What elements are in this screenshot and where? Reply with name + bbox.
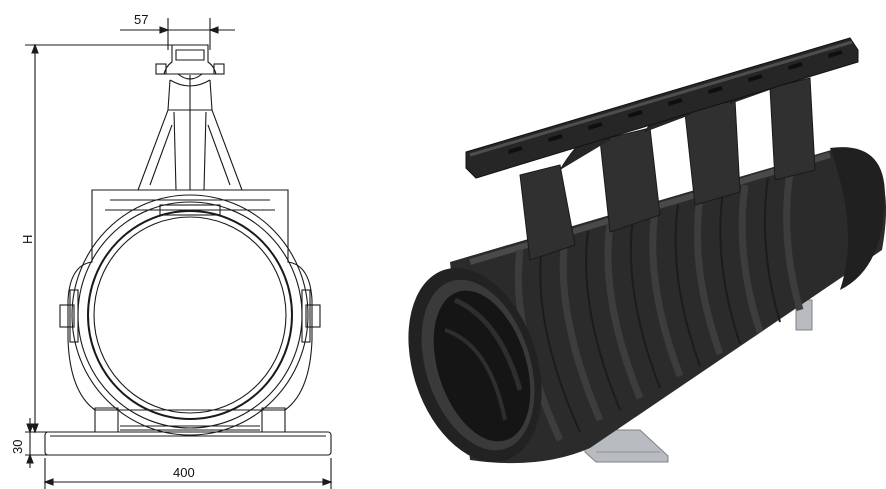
pipe-housing <box>59 189 321 436</box>
product-render <box>408 37 886 464</box>
dimension-top-label: 57 <box>134 12 148 27</box>
dimension-base-width <box>43 458 333 489</box>
dimension-base-height-label: 30 <box>10 440 25 454</box>
channel-head <box>155 44 225 80</box>
base-plate <box>44 431 332 456</box>
dimension-height-label: H <box>20 235 35 244</box>
dimension-height <box>25 43 175 434</box>
ground-bracket <box>584 299 813 463</box>
dimension-base-width-label: 400 <box>173 465 195 480</box>
channel-rail <box>465 37 859 179</box>
support-stand <box>132 75 248 191</box>
front-view-drawing: 57 H 30 400 <box>10 12 333 489</box>
pipe-opening <box>408 267 542 463</box>
feet <box>94 407 286 432</box>
